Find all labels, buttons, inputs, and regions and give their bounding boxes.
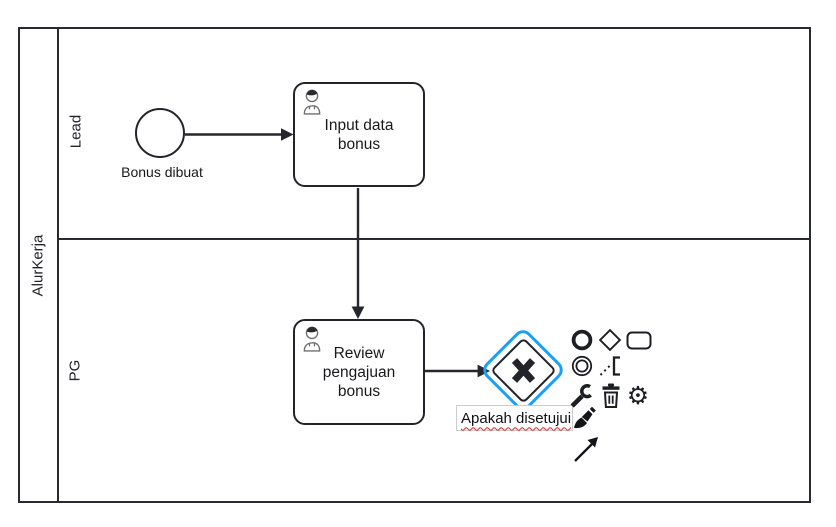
set-color-brush-icon[interactable] bbox=[571, 403, 599, 431]
pool-label-divider bbox=[57, 29, 59, 501]
connect-arrow-icon[interactable] bbox=[570, 433, 602, 465]
gateway-label-text[interactable]: Apakah disetujui bbox=[461, 409, 572, 427]
user-task-icon bbox=[300, 325, 324, 357]
exclusive-gateway-x-marker bbox=[506, 353, 541, 393]
lane-label-pg: PG bbox=[66, 359, 84, 382]
append-gateway-icon[interactable] bbox=[596, 326, 624, 354]
start-event[interactable] bbox=[135, 108, 185, 158]
lane-label-lead: Lead bbox=[67, 114, 85, 149]
settings-gear-icon[interactable]: ⚙ bbox=[626, 380, 650, 410]
change-type-wrench-icon[interactable] bbox=[569, 383, 595, 409]
lane-divider[interactable] bbox=[58, 238, 811, 240]
start-event-label[interactable]: Bonus dibuat bbox=[121, 164, 203, 180]
append-task-icon[interactable] bbox=[626, 331, 652, 350]
user-task-icon bbox=[300, 88, 324, 120]
task-review-pengajuan-bonus[interactable]: Review pengajuan bonus bbox=[293, 319, 425, 425]
append-text-annotation-icon[interactable] bbox=[597, 354, 623, 378]
pool-title: AlurKerja bbox=[29, 234, 47, 297]
append-intermediate-event-icon[interactable] bbox=[570, 354, 594, 378]
gateway-label-editor[interactable]: Apakah disetujui bbox=[456, 405, 573, 431]
pool-alurkerja[interactable] bbox=[18, 27, 811, 503]
task-label: Review pengajuan bonus bbox=[322, 344, 396, 400]
task-label: Input data bonus bbox=[324, 116, 394, 153]
task-input-data-bonus[interactable]: Input data bonus bbox=[293, 82, 425, 187]
append-end-event-icon[interactable] bbox=[570, 328, 594, 352]
delete-trash-icon[interactable] bbox=[599, 382, 623, 409]
